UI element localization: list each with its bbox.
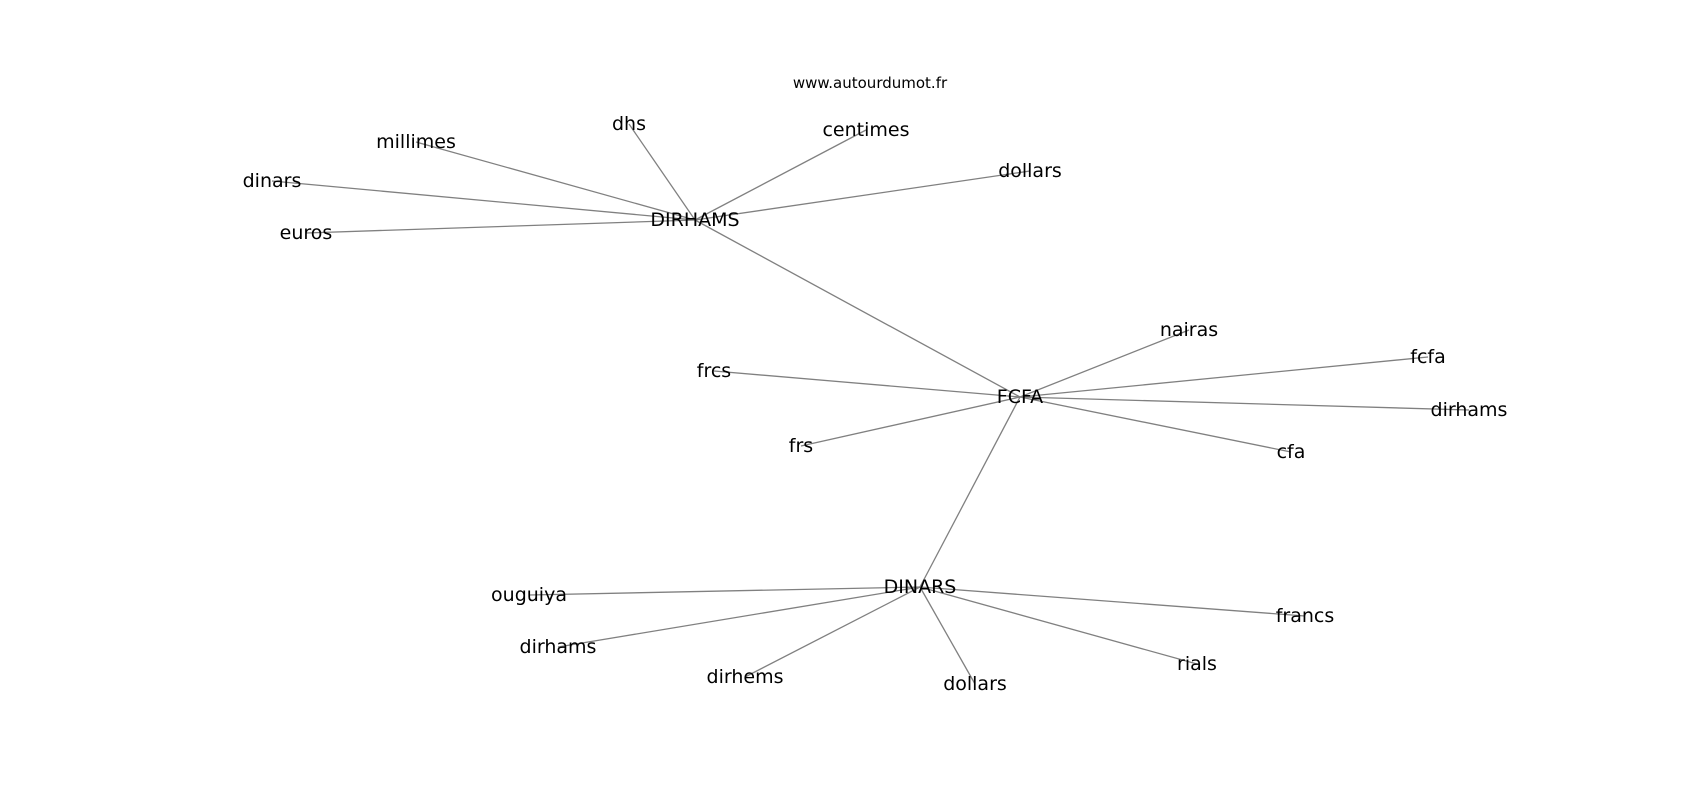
edge-dinars_hub-rials (919, 586, 1198, 665)
edge-dirhams_hub-dollars_1 (694, 170, 1031, 221)
edge-dirhams_hub-dinars (271, 180, 696, 221)
leaf-node-dollars_2: dollars (943, 673, 1007, 695)
hub-node-dinars_hub: DINARS (884, 576, 957, 598)
edge-fcfa_hub-frcs (713, 370, 1021, 398)
leaf-node-cfa: cfa (1277, 441, 1306, 463)
edge-dirhams_hub-euros (305, 219, 696, 234)
leaf-node-dirhems: dirhems (707, 666, 784, 688)
edge-fcfa_hub-nairas (1019, 329, 1190, 398)
leaf-node-fcfa: fcfa (1410, 346, 1445, 368)
leaf-node-euros: euros (280, 222, 333, 244)
hub-node-fcfa_hub: FCFA (997, 386, 1043, 408)
edge-dirhams_hub-fcfa_hub (694, 219, 1021, 398)
edge-dinars_hub-dirhams_2 (557, 586, 921, 648)
hub-node-dirhams_hub: DIRHAMS (650, 209, 739, 231)
graph-node-labels: DIRHAMS FCFA DINARS dhs centimes millimes doll… (243, 113, 1508, 695)
leaf-node-dinars: dinars (243, 170, 302, 192)
leaf-node-ouguiya: ouguiya (491, 584, 567, 606)
leaf-node-francs: francs (1276, 605, 1335, 627)
leaf-node-centimes: centimes (822, 119, 909, 141)
leaf-node-nairas: nairas (1160, 319, 1218, 341)
edge-dirhams_hub-millimes (415, 141, 696, 221)
source-watermark: www.autourdumot.fr (793, 74, 948, 92)
leaf-node-dollars_1: dollars (998, 160, 1062, 182)
leaf-node-dirhams_2: dirhams (520, 636, 597, 658)
leaf-node-frs: frs (789, 435, 813, 457)
leaf-node-dhs: dhs (612, 113, 646, 135)
edge-fcfa_hub-frs (800, 396, 1021, 447)
edge-dinars_hub-dollars_2 (919, 586, 976, 685)
edge-dirhams_hub-centimes (694, 129, 867, 221)
edge-dinars_hub-francs (919, 586, 1306, 617)
leaf-node-frcs: frcs (697, 360, 731, 382)
leaf-node-millimes: millimes (376, 131, 456, 153)
edge-fcfa_hub-fcfa (1019, 356, 1429, 398)
edge-fcfa_hub-dinars_hub (919, 396, 1021, 588)
edge-dirhams_hub-dhs (628, 123, 696, 221)
leaf-node-rials: rials (1177, 653, 1217, 675)
edge-fcfa_hub-cfa (1019, 396, 1292, 453)
leaf-node-dirhams_1: dirhams (1431, 399, 1508, 421)
graph-edges (271, 123, 1470, 685)
edge-dinars_hub-dirhems (744, 586, 921, 678)
edge-fcfa_hub-dirhams_1 (1019, 396, 1470, 411)
edge-dinars_hub-ouguiya (528, 586, 921, 596)
